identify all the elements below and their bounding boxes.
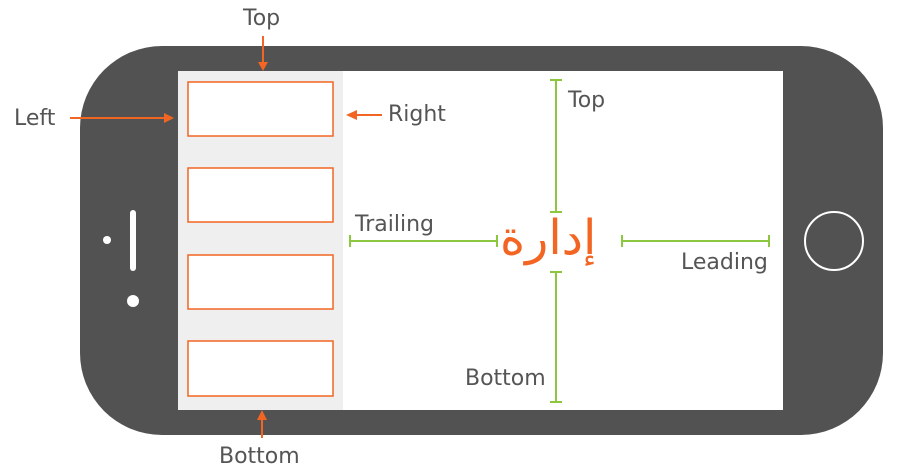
speaker-slot <box>130 210 136 271</box>
inner-leading-label: Leading <box>681 250 768 275</box>
inner-top-label: Top <box>568 88 606 113</box>
sidebar-box-1 <box>187 81 334 137</box>
top-arrow-head <box>258 62 268 71</box>
outer-right-label: Right <box>388 102 446 127</box>
sidebar-box-3 <box>187 254 334 310</box>
outer-bottom-label: Bottom <box>219 444 300 469</box>
bottom-arrow-head <box>257 410 267 420</box>
home-button[interactable] <box>804 211 864 271</box>
sensor-dot <box>103 236 111 244</box>
outer-top-label: Top <box>243 6 281 31</box>
sidebar-box-2 <box>187 167 334 223</box>
camera-icon <box>127 295 139 307</box>
outer-left-label: Left <box>14 106 56 131</box>
sidebar-box-4 <box>187 340 334 397</box>
inner-trailing-label: Trailing <box>355 212 434 237</box>
inner-bottom-label: Bottom <box>465 366 546 391</box>
center-logo-text: إدارة <box>500 210 597 266</box>
right-arrow-head <box>346 110 357 120</box>
left-arrow-head <box>164 113 174 123</box>
